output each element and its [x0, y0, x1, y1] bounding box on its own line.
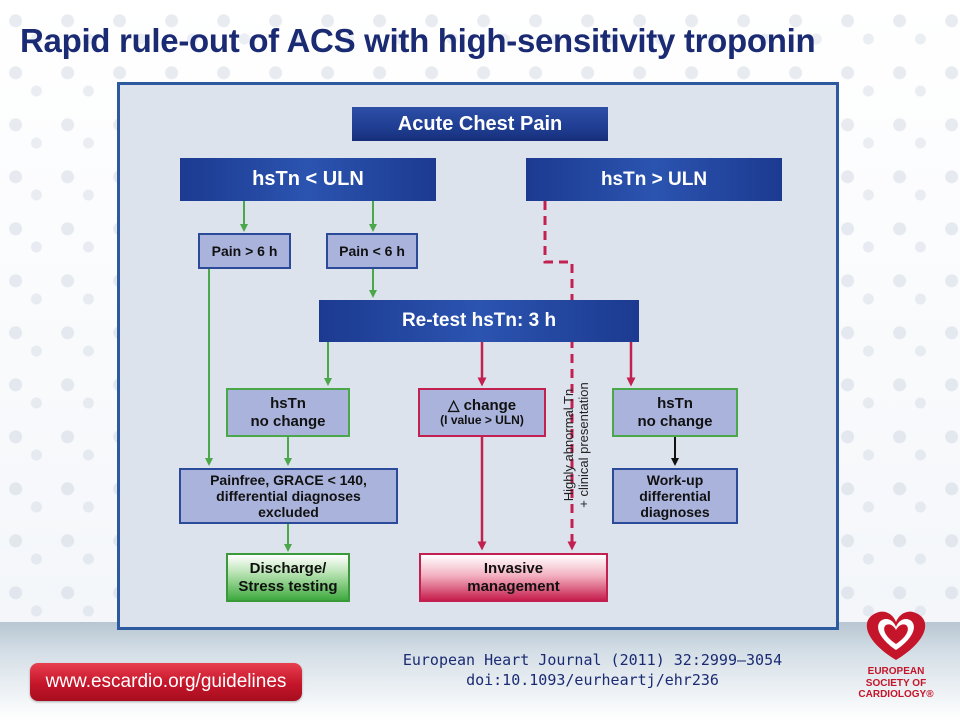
- no-change-right-box: hsTn no change: [612, 388, 738, 437]
- painfree-line3: excluded: [258, 504, 319, 521]
- delta-change-line1: △ change: [447, 396, 517, 414]
- arrow-high-to-invasive-dashed: [543, 201, 577, 551]
- rotated-annotation: Highly abnormal Tn + clinical presentati…: [561, 370, 592, 520]
- workup-box: Work-up differential diagnoses: [612, 468, 738, 524]
- painfree-box: Painfree, GRACE < 140, differential diag…: [179, 468, 398, 524]
- workup-line3: diagnoses: [640, 504, 710, 521]
- rotated-annotation-line2: + clinical presentation: [576, 382, 591, 508]
- invasive-line2: management: [467, 577, 560, 595]
- delta-change-line2: (I value > ULN): [440, 413, 524, 428]
- esc-logo-text: EUROPEAN SOCIETY OF CARDIOLOGY®: [846, 666, 946, 701]
- no-change-left-box: hsTn no change: [226, 388, 350, 437]
- esc-logo-line3: CARDIOLOGY®: [858, 689, 934, 700]
- no-change-right-line1: hsTn: [657, 395, 693, 413]
- no-change-left-line1: hsTn: [270, 395, 306, 413]
- delta-change-box: △ change (I value > ULN): [418, 388, 546, 437]
- citation-line2: doi:10.1093/eurheartj/ehr236: [466, 671, 719, 690]
- escardio-guidelines-link[interactable]: www.escardio.org/guidelines: [30, 663, 302, 701]
- discharge-line1: Discharge/: [249, 560, 327, 578]
- rotated-annotation-line1: Highly abnormal Tn: [561, 388, 577, 502]
- invasive-line1: Invasive: [483, 560, 544, 578]
- pain-under-6h-box: Pain < 6 h: [326, 233, 418, 269]
- citation-line1: European Heart Journal (2011) 32:2999–30…: [402, 651, 783, 669]
- esc-logo-line1: EUROPEAN: [867, 666, 925, 677]
- citation: European Heart Journal (2011) 32:2999–30…: [380, 650, 805, 691]
- acute-chest-pain-box: Acute Chest Pain: [352, 107, 608, 141]
- esc-heart-logo-icon: [866, 611, 926, 660]
- pain-over-6h-box: Pain > 6 h: [198, 233, 291, 269]
- discharge-line2: Stress testing: [238, 577, 338, 595]
- discharge-box: Discharge/ Stress testing: [226, 553, 350, 602]
- painfree-line1: Painfree, GRACE < 140,: [210, 471, 367, 488]
- esc-logo-line2: SOCIETY OF: [865, 677, 927, 689]
- hstn-above-uln-box: hsTn > ULN: [526, 158, 782, 201]
- no-change-left-line2: no change: [250, 412, 326, 430]
- workup-line1: Work-up: [646, 471, 704, 488]
- no-change-right-line2: no change: [637, 412, 713, 430]
- painfree-line2: differential diagnoses: [216, 487, 361, 504]
- retest-box: Re-test hsTn: 3 h: [319, 300, 639, 342]
- workup-line2: differential: [639, 487, 711, 504]
- invasive-management-box: Invasive management: [419, 553, 608, 602]
- hstn-below-uln-box: hsTn < ULN: [180, 158, 436, 201]
- page-title: Rapid rule-out of ACS with high-sensitiv…: [20, 22, 816, 59]
